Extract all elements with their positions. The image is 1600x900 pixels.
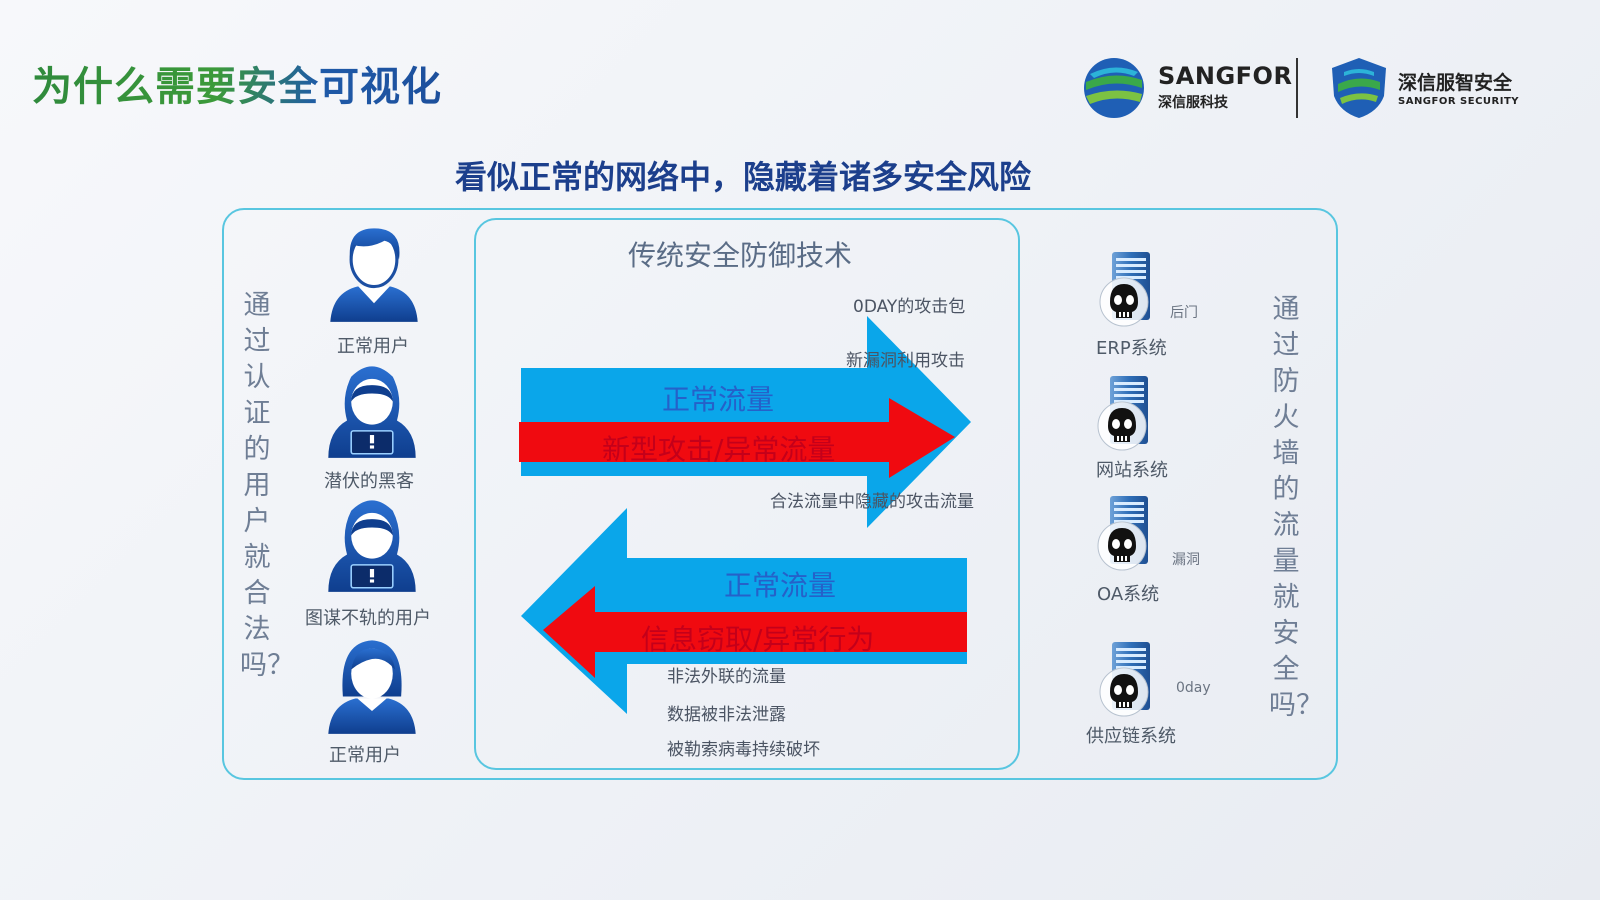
system-label: ERP系统 (1096, 338, 1167, 359)
right-question: 通过防火墙的流量就安全吗？ (1269, 294, 1323, 721)
system-label: OA系统 (1097, 584, 1160, 605)
annotation: 合法流量中隐藏的攻击流量 (770, 492, 974, 512)
annotation: 数据被非法泄露 (667, 705, 786, 725)
shield-icon (1332, 58, 1386, 118)
sangfor-logo: SANGFOR 深信服科技 (1082, 56, 1292, 120)
security-name-en: SANGFOR SECURITY (1398, 96, 1520, 107)
infected-server-icon (1094, 374, 1164, 454)
annotation: 0DAY的攻击包 (853, 297, 966, 317)
logo-divider (1296, 58, 1298, 118)
globe-icon (1084, 58, 1144, 118)
system-label: 供应链系统 (1086, 726, 1176, 747)
center-title: 传统安全防御技术 (628, 239, 853, 272)
user-label: 潜伏的黑客 (324, 471, 414, 492)
infected-server-icon (1094, 494, 1164, 574)
system-label: 网站系统 (1096, 460, 1168, 481)
system-tag: 后门 (1170, 305, 1198, 321)
normal-user-icon (322, 220, 426, 324)
annotation: 被勒索病毒持续破坏 (667, 740, 820, 760)
attack-traffic-label: 新型攻击/异常流量 (602, 433, 836, 466)
brand-sub: 深信服科技 (1158, 95, 1228, 111)
outer-frame (222, 208, 1338, 780)
system-tag: 漏洞 (1172, 552, 1200, 568)
traffic-arrows (519, 316, 971, 714)
hacker-icon (320, 356, 424, 460)
infected-server-icon (1096, 640, 1166, 720)
center-frame (474, 218, 1020, 770)
left-question: 通过认证的用户就合法吗？ (240, 290, 294, 681)
security-logo: 深信服智安全 SANGFOR SECURITY (1330, 56, 1530, 120)
slide-subtitle: 看似正常的网络中，隐藏着诸多安全风险 (455, 158, 1032, 196)
infected-server-icon (1096, 250, 1166, 330)
hacker-icon (320, 490, 424, 594)
normal-traffic-label: 正常流量 (724, 569, 837, 602)
user-label: 正常用户 (329, 745, 401, 766)
user-label: 图谋不轨的用户 (305, 608, 431, 629)
normal-traffic-label: 正常流量 (662, 383, 775, 416)
system-tag: 0day (1176, 680, 1211, 696)
brand-name: SANGFOR (1158, 62, 1293, 90)
annotation: 非法外联的流量 (667, 667, 786, 687)
security-name-cn: 深信服智安全 (1398, 72, 1513, 94)
page-title: 为什么需要安全可视化 (32, 54, 442, 112)
annotation: 新漏洞利用攻击 (846, 351, 965, 371)
abnormal-behavior-label: 信息窃取/异常行为 (641, 623, 875, 656)
female-user-icon (320, 632, 424, 736)
user-label: 正常用户 (337, 336, 409, 357)
